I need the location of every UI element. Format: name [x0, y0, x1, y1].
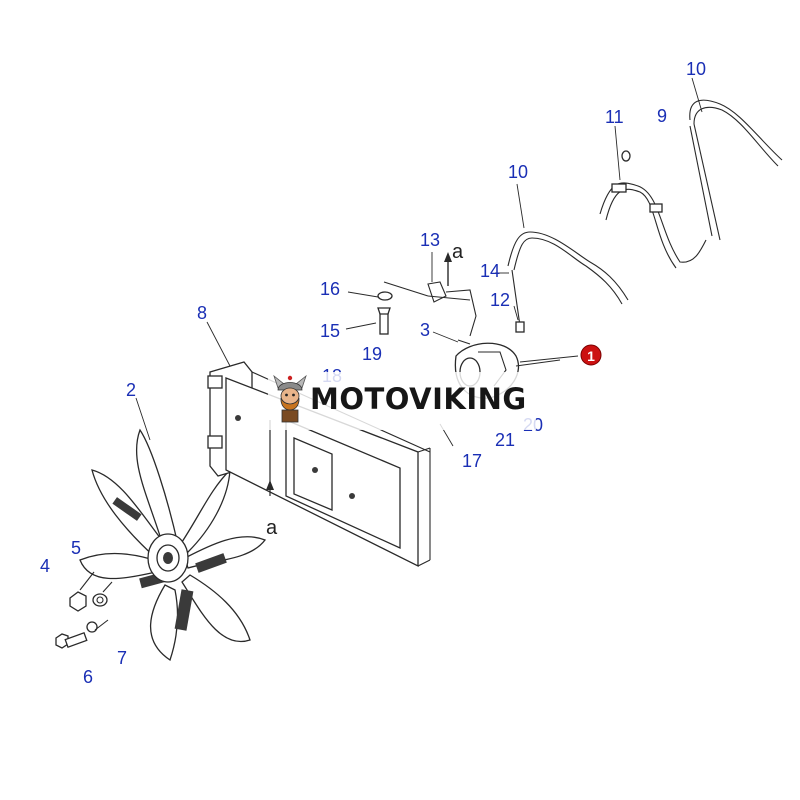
callout-2: 2 [126, 380, 136, 400]
callout-3: 3 [420, 320, 430, 340]
callout-15: 15 [320, 321, 340, 341]
hydraulic-hoses [507, 99, 783, 333]
callout-4: 4 [40, 556, 50, 576]
callout-19: 19 [362, 344, 382, 364]
hardware-items [55, 571, 113, 649]
marker-a-bottom-label: a [266, 517, 278, 539]
marker-a-top-label: a [452, 241, 464, 263]
callout-1: 1 [587, 348, 595, 364]
viking-logo-icon [273, 374, 307, 423]
callout-1-highlight: 1 [580, 344, 602, 366]
callout-9: 9 [657, 106, 667, 126]
callout-7: 7 [117, 648, 127, 668]
callout-6: 6 [83, 667, 93, 687]
callout-10-top: 10 [686, 59, 706, 79]
callout-17: 17 [462, 451, 482, 471]
marker-a-bottom: a [266, 420, 278, 539]
callout-16: 16 [320, 279, 340, 299]
callout-11: 11 [605, 107, 624, 127]
callout-10-mid: 10 [508, 162, 528, 182]
callout-14: 14 [480, 261, 500, 281]
marker-a-top: a [444, 241, 464, 286]
callout-13: 13 [420, 230, 440, 250]
bracket-and-lines [377, 281, 477, 345]
callout-21: 21 [495, 430, 515, 450]
callout-8: 8 [197, 303, 207, 323]
callout-5: 5 [71, 538, 81, 558]
watermark-text: MOTOVIKING [310, 382, 527, 416]
fan-assembly [79, 428, 267, 662]
callout-12: 12 [490, 290, 510, 310]
watermark: MOTOVIKING [268, 372, 536, 430]
